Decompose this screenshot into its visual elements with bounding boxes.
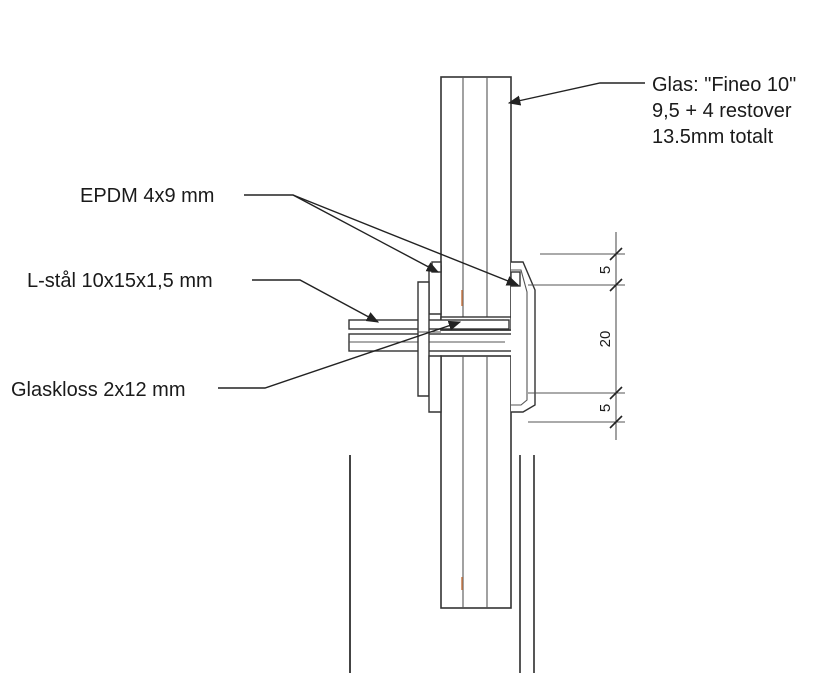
label-glasskloss: Glaskloss 2x12 mm [11,379,186,401]
dim-middle: 20 [597,331,614,348]
label-glass-line3: 13.5mm totalt [652,126,774,148]
label-glass-line1: Glas: "Fineo 10" [652,74,796,96]
label-l-steel: L-stål 10x15x1,5 mm [27,270,213,292]
dimension-chain: 5 20 5 [528,232,625,440]
lower-frame-lines [349,455,535,673]
l-steel-profile [348,319,520,352]
leader-lines [218,82,645,389]
dim-top: 5 [597,266,614,274]
label-glass-line2: 9,5 + 4 restover [652,100,792,122]
lower-glass-pane [440,355,512,609]
dim-bottom: 5 [597,404,614,412]
labels: Glas: "Fineo 10" 9,5 + 4 restover 13.5mm… [11,74,796,401]
label-epdm: EPDM 4x9 mm [80,185,214,207]
upper-glass-pane [440,76,512,331]
